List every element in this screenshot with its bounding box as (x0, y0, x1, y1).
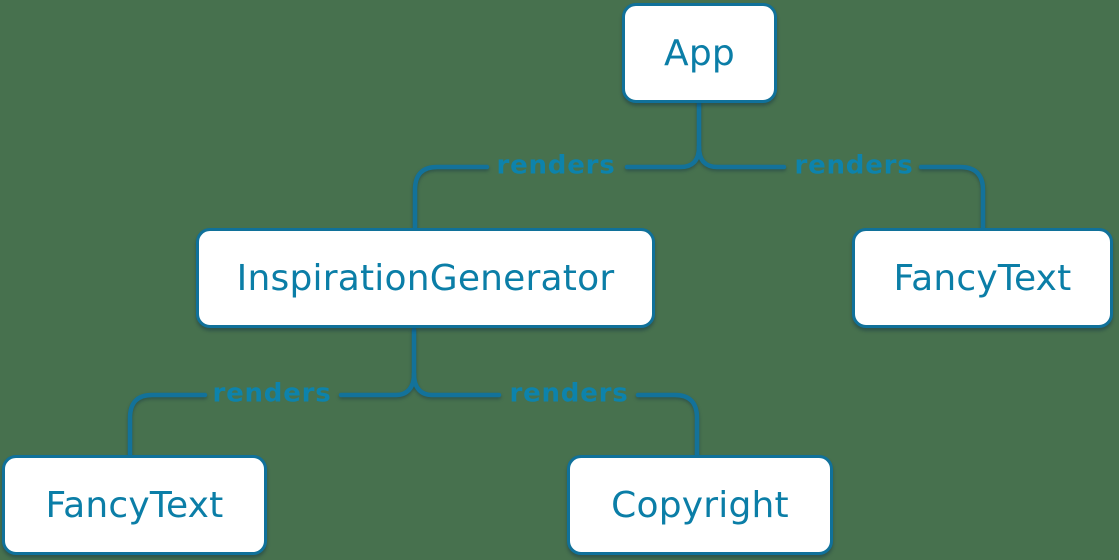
edge-label-renders-app-inspiration: renders (496, 150, 616, 181)
node-fancy-text-top-label: FancyText (893, 257, 1072, 299)
node-fancy-text-bottom: FancyText (2, 455, 267, 555)
edge-line-into-inspiration (412, 164, 490, 231)
edge-line-app-to-inspiration (624, 144, 702, 170)
edge-line-into-copyright (635, 392, 700, 458)
edge-line-to-copyright (411, 371, 502, 398)
edge-line-app-to-fancytext (696, 144, 787, 170)
node-app: App (622, 3, 777, 103)
node-fancy-text-bottom-label: FancyText (45, 484, 224, 526)
edge-label-renders-inspiration-fancytext: renders (212, 378, 332, 409)
node-app-label: App (664, 32, 735, 74)
node-fancy-text-top: FancyText (852, 228, 1113, 328)
edge-line-into-fancytext-top (918, 164, 986, 231)
edge-label-renders-inspiration-copyright: renders (509, 378, 629, 409)
node-inspiration-generator: InspirationGenerator (196, 228, 655, 328)
edge-label-renders-app-fancytext: renders (794, 150, 914, 181)
edge-line-to-fancytext-bottom (338, 371, 417, 398)
edge-line-into-fancytext-bottom (127, 392, 208, 458)
node-copyright: Copyright (567, 455, 833, 555)
node-copyright-label: Copyright (611, 484, 789, 526)
node-inspiration-generator-label: InspirationGenerator (236, 257, 615, 299)
